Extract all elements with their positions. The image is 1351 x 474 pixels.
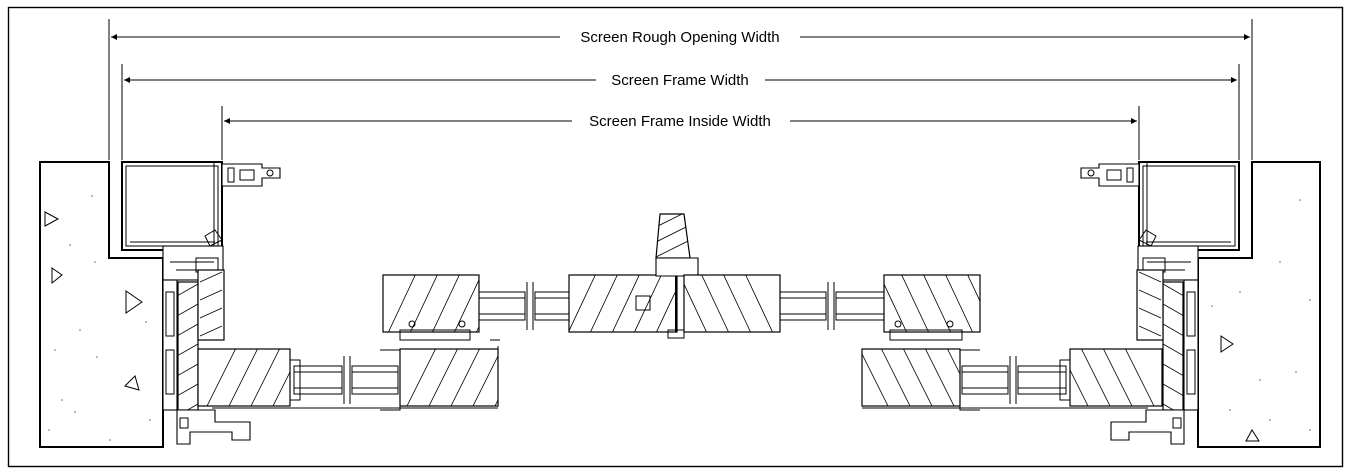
left-fixed-sash (197, 339, 500, 411)
left-sliding-panel (382, 274, 678, 341)
dim-label-frame-width: Screen Frame Width (611, 72, 749, 89)
dimension-lines (108, 19, 1253, 160)
dim-label-frame-inside: Screen Frame Inside Width (589, 113, 771, 130)
dim-label-rough-opening: Screen Rough Opening Width (580, 29, 779, 46)
right-jamb (1110, 245, 1199, 445)
right-screen-frame (1080, 161, 1240, 251)
drawing-border (7, 6, 1344, 468)
right-fixed-sash (861, 348, 1163, 411)
left-jamb (162, 245, 251, 445)
center-astragal (655, 213, 699, 339)
left-screen-frame (121, 161, 281, 251)
left-masonry-wall (39, 161, 164, 448)
right-masonry-wall (1197, 161, 1321, 448)
right-sliding-panel (683, 274, 981, 341)
